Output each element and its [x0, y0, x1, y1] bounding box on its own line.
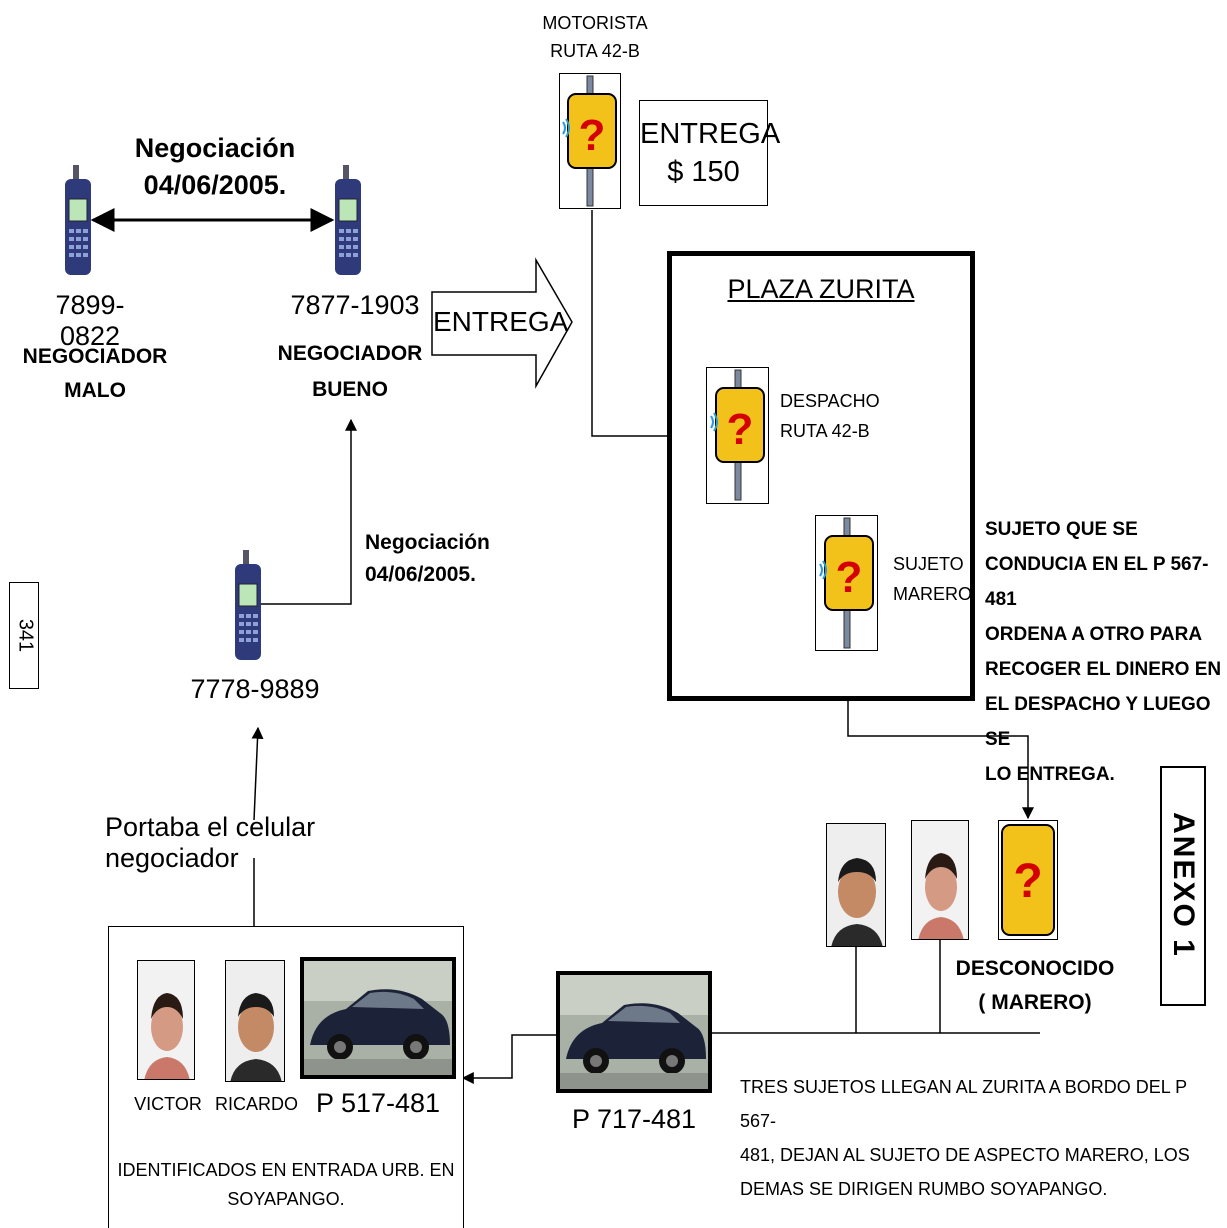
ricardo-label: RICARDO	[215, 1094, 295, 1115]
mobile-phone-icon	[233, 550, 263, 662]
entrega-box-amount: $ 150	[640, 153, 767, 191]
negociador-bueno-label: NEGOCIADOR BUENO	[275, 336, 425, 408]
anexo-label: ANEXO 1	[1166, 766, 1200, 1004]
identified-label: IDENTIFICADOS EN ENTRADA URB. EN SOYAPAN…	[112, 1156, 460, 1214]
description-line: DEMAS SE DIRIGEN RUMBO SOYAPANGO.	[740, 1172, 1225, 1206]
mobile-phone-icon	[333, 165, 363, 277]
tres-sujetos-description: TRES SUJETOS LLEGAN AL ZURITA A BORDO DE…	[740, 1070, 1225, 1206]
desconocido-icon: ?	[998, 820, 1058, 940]
motorista-label: MOTORISTA RUTA 42-B	[530, 9, 660, 65]
motorista-line2: RUTA 42-B	[530, 37, 660, 65]
negociador-malo-label: NEGOCIADOR MALO	[20, 340, 170, 408]
svg-text:?: ?	[1013, 855, 1042, 908]
role-line1: NEGOCIADOR	[275, 336, 425, 372]
plaza-zurita-title: PLAZA ZURITA	[672, 274, 970, 305]
note-line: CONDUCIA EN EL P 567-481	[985, 547, 1225, 617]
negotiation-top-date: 04/06/2005.	[120, 167, 310, 204]
anexo-box: ANEXO 1	[1160, 766, 1206, 1006]
negotiation-mid-label: Negociación 04/06/2005.	[365, 527, 515, 591]
portaba-label: Portaba el celular negociador	[105, 812, 405, 874]
car-plate-p717: P 717-481	[556, 1104, 712, 1135]
sujeto-label: SUJETO MARERO	[893, 549, 968, 609]
entrega-amount-box: ENTREGA $ 150	[639, 100, 768, 206]
desconocido-line1: DESCONOCIDO	[955, 952, 1115, 986]
arrow-portaba-to-phone	[254, 728, 258, 820]
car-photo-p517	[300, 957, 456, 1079]
entrega-arrow-label: ENTREGA	[433, 306, 553, 338]
sujeto-marero-icon: ?	[815, 515, 878, 651]
svg-text:?: ?	[727, 405, 754, 454]
negotiation-top-label: Negociación 04/06/2005.	[120, 130, 310, 204]
suspect-photo-2	[911, 820, 969, 940]
suspect-photo-1	[826, 823, 886, 947]
arrow-bottom-to-bueno	[256, 420, 351, 604]
description-line: 481, DEJAN AL SUJETO DE ASPECTO MARERO, …	[740, 1138, 1225, 1172]
car-plate-p517: P 517-481	[300, 1088, 456, 1119]
entrega-box-title: ENTREGA	[640, 115, 767, 153]
role-line2: MALO	[20, 374, 170, 408]
phone-number-bottom: 7778-9889	[190, 674, 320, 705]
unknown-person-icon: ?	[559, 73, 621, 209]
note-line: ORDENA A OTRO PARA	[985, 617, 1225, 652]
phone-number-right: 7877-1903	[290, 290, 420, 321]
desconocido-label: DESCONOCIDO ( MARERO)	[955, 952, 1115, 1020]
arrow-car2-to-car1	[463, 1035, 556, 1078]
victor-label: VICTOR	[130, 1094, 206, 1115]
sujeto-line1: SUJETO	[893, 549, 968, 579]
sujeto-note: SUJETO QUE SE CONDUCIA EN EL P 567-481 O…	[985, 512, 1225, 792]
page-number-box: 341	[9, 582, 39, 689]
despacho-icon: ?	[706, 367, 769, 504]
negotiation-top-title: Negociación	[120, 130, 310, 167]
despacho-label: DESPACHO RUTA 42-B	[780, 386, 890, 446]
negotiation-mid-title: Negociación	[365, 527, 515, 559]
note-line: EL DESPACHO Y LUEGO SE	[985, 687, 1225, 757]
identified-line2: SOYAPANGO.	[112, 1185, 460, 1214]
sujeto-line2: MARERO	[893, 579, 968, 609]
victor-photo	[137, 960, 195, 1080]
mobile-phone-icon	[63, 165, 93, 277]
ricardo-photo	[225, 960, 285, 1082]
despacho-line2: RUTA 42-B	[780, 416, 890, 446]
desconocido-line2: ( MARERO)	[955, 986, 1115, 1020]
negotiation-mid-date: 04/06/2005.	[365, 559, 515, 591]
note-line: SUJETO QUE SE	[985, 512, 1225, 547]
svg-text:?: ?	[836, 553, 863, 602]
role-line2: BUENO	[275, 372, 425, 408]
svg-text:?: ?	[579, 111, 606, 160]
page-number: 341	[14, 584, 37, 688]
car-photo-p717	[556, 971, 712, 1093]
despacho-line1: DESPACHO	[780, 386, 890, 416]
motorista-line1: MOTORISTA	[530, 9, 660, 37]
note-line: RECOGER EL DINERO EN	[985, 652, 1225, 687]
identified-line1: IDENTIFICADOS EN ENTRADA URB. EN	[112, 1156, 460, 1185]
description-line: TRES SUJETOS LLEGAN AL ZURITA A BORDO DE…	[740, 1070, 1225, 1138]
role-line1: NEGOCIADOR	[20, 340, 170, 374]
